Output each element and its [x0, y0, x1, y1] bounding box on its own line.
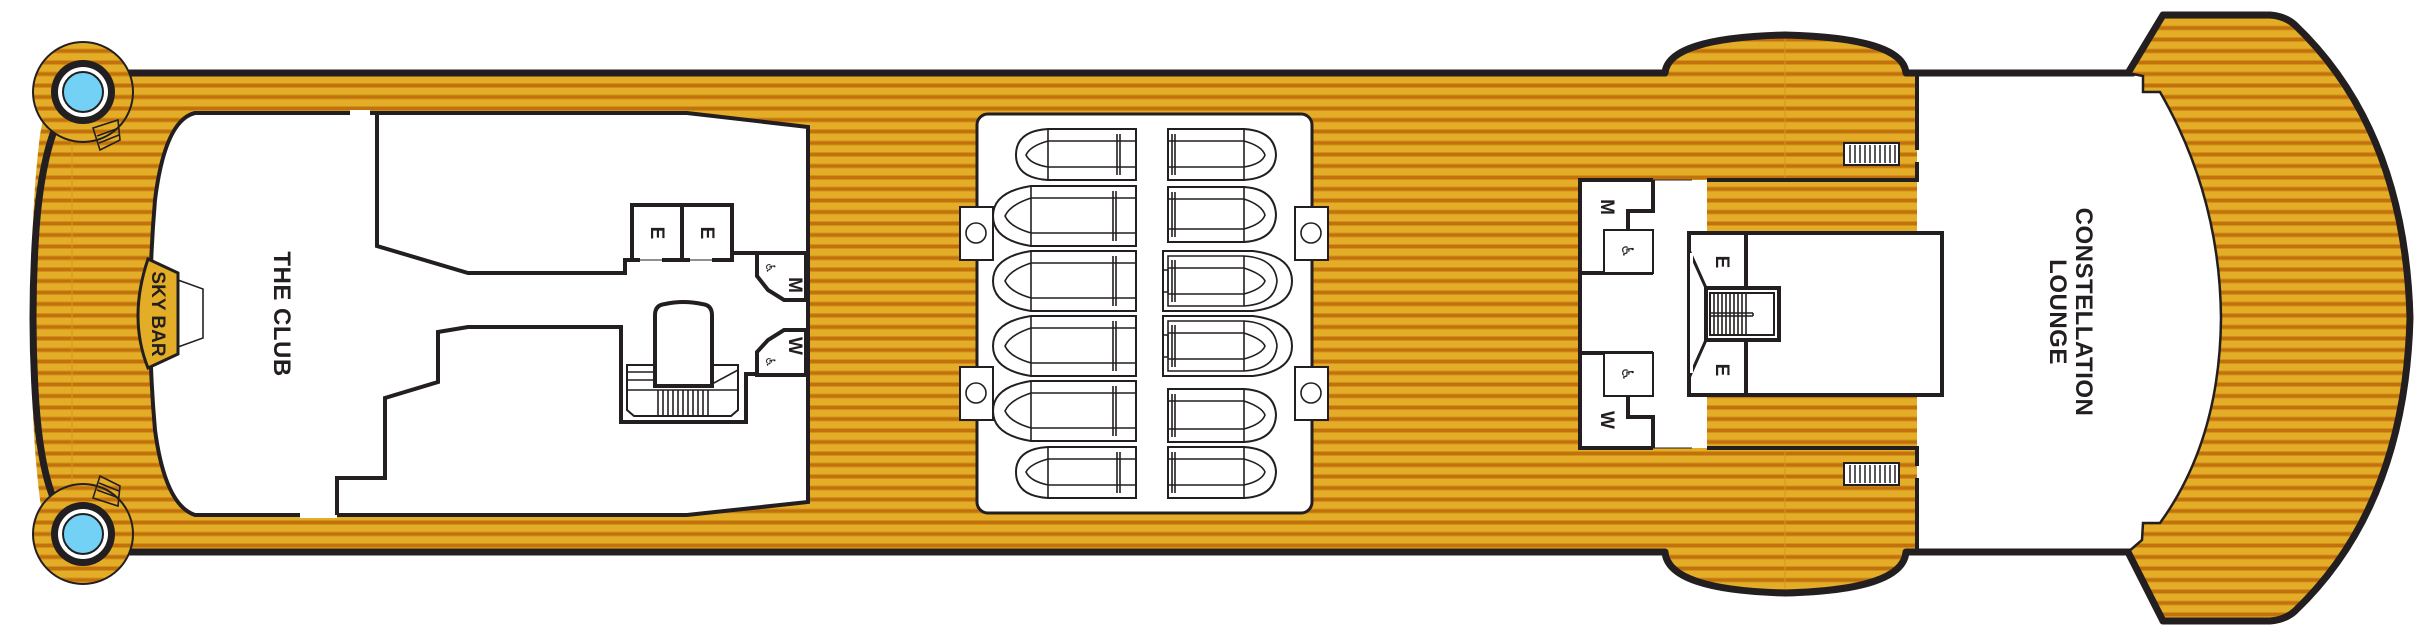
stairs-icon	[1710, 293, 1754, 335]
hot-tub-upper[interactable]	[32, 41, 134, 152]
lifeboat-starboard-4	[1162, 315, 1294, 377]
forward-restroom-men[interactable]: ♿ M	[1596, 180, 1655, 274]
deck-edge-lower	[1707, 446, 1919, 552]
deck-edge-upper	[1707, 73, 1919, 182]
constellation-lounge-label-line1: CONSTELLATION	[2070, 208, 2097, 417]
aft-elevators[interactable]: E E	[630, 203, 734, 262]
bow-deck-teak	[2126, 13, 2412, 623]
lifeboat-port-5	[991, 380, 1137, 442]
lifeboat-starboard-6	[1167, 446, 1278, 499]
hot-tub-steps-icon	[91, 474, 121, 508]
lifeboat-starboard-2	[1167, 186, 1278, 243]
forward-stairs[interactable]	[1704, 286, 1781, 342]
hull-outline-bottom	[101, 548, 2137, 597]
sky-bar-counter	[177, 279, 204, 348]
hot-tub-lower[interactable]	[32, 474, 134, 585]
elevator-label: E	[1711, 256, 1732, 269]
deck-stairs-lower[interactable]	[1843, 462, 1900, 486]
bow-observation-deck[interactable]	[2124, 11, 2414, 625]
club-partition-upper	[375, 113, 632, 275]
hot-tub-steps-icon	[91, 118, 121, 152]
restroom-men-label: M	[784, 277, 805, 293]
sky-bar[interactable]: SKY BAR	[136, 256, 204, 371]
stairs-icon	[1849, 465, 1896, 483]
the-club-label: THE CLUB	[268, 251, 295, 376]
elevator-label: E	[696, 227, 717, 240]
hull-outline-stern	[29, 109, 66, 519]
club-partition-lower	[335, 325, 757, 515]
lifeboat-port-1	[1014, 128, 1137, 181]
elevator-label: E	[646, 227, 667, 240]
stairs-icon	[657, 390, 709, 416]
constellation-lounge-label-line2: LOUNGE	[2044, 259, 2071, 365]
aft-restroom-women[interactable]: ♿ W	[755, 328, 808, 377]
deck-stairs-upper[interactable]	[1843, 142, 1900, 166]
lifeboat-starboard-3	[1162, 250, 1294, 312]
sky-bar-shape	[136, 256, 180, 371]
aft-stairs[interactable]	[626, 300, 739, 417]
hot-tub-icon	[62, 71, 104, 113]
hull-outline-top	[101, 31, 2137, 77]
lifeboat-starboard-5	[1167, 388, 1278, 443]
wheelchair-icon: ♿	[1618, 367, 1635, 381]
sky-bar-label: SKY BAR	[147, 271, 168, 356]
lifeboat-port-2	[991, 185, 1137, 247]
hot-tub-icon	[62, 513, 104, 555]
restroom-women-label: W	[1596, 411, 1617, 429]
restroom-men-label: M	[1596, 199, 1617, 215]
elevator-label: E	[1711, 364, 1732, 377]
wheelchair-icon: ♿	[1618, 244, 1635, 258]
lifeboat-area	[959, 112, 1329, 515]
lifeboat-port-4	[991, 315, 1137, 377]
lifeboat-port-3	[991, 250, 1137, 312]
constellation-lounge[interactable]: CONSTELLATION LOUNGE	[2044, 208, 2097, 417]
restroom-women-label: W	[784, 337, 805, 355]
forward-restroom-women[interactable]: ♿ W	[1596, 352, 1655, 448]
forward-core	[1578, 178, 1707, 450]
stair-landing	[653, 300, 714, 388]
stairs-icon	[1849, 145, 1896, 163]
lifeboat-port-6	[1014, 446, 1137, 499]
lifeboat-starboard-1	[1167, 128, 1278, 181]
bow-hull-outline	[2124, 11, 2414, 625]
wheelchair-icon: ♿	[763, 356, 778, 368]
aft-restroom-men[interactable]: ♿ M	[755, 251, 808, 302]
forward-core-wall	[1578, 178, 1653, 450]
wheelchair-icon: ♿	[763, 262, 778, 274]
davit-icon	[959, 206, 1329, 421]
